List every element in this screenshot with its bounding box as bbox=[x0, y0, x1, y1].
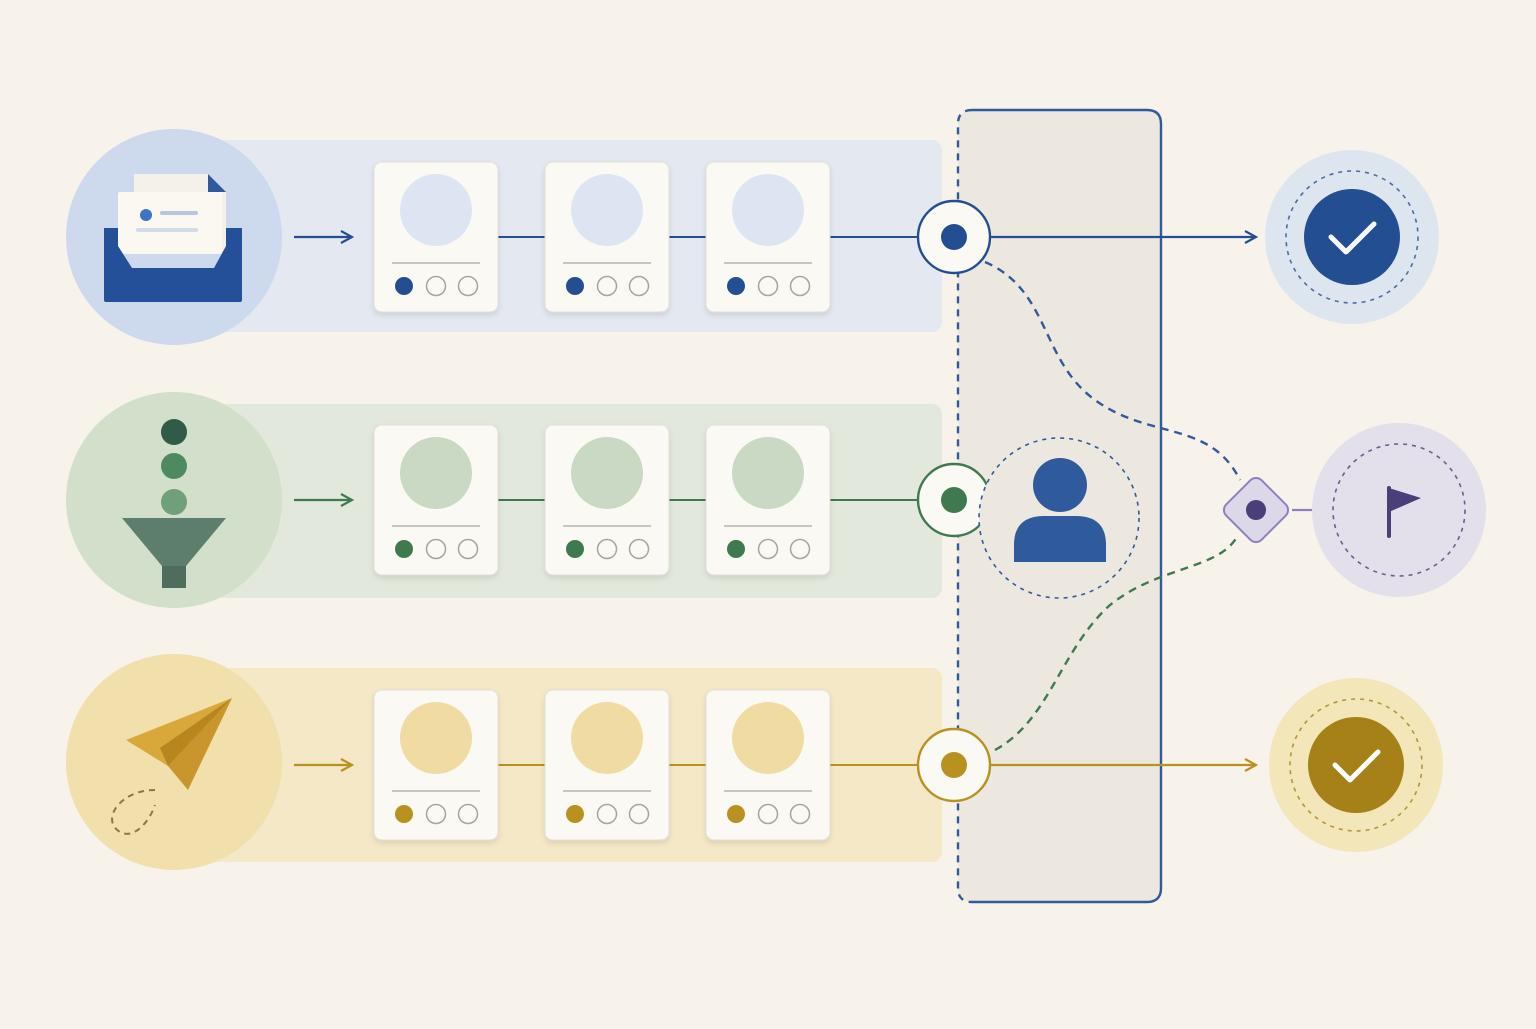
lane-filter bbox=[294, 424, 992, 576]
progress-dot-empty bbox=[596, 538, 618, 560]
paper-plane-icon bbox=[111, 698, 232, 835]
step-thumbnail bbox=[732, 174, 804, 246]
progress-dot-filled bbox=[727, 540, 745, 558]
decision-node[interactable] bbox=[1221, 475, 1292, 546]
lane-send bbox=[294, 689, 1256, 841]
progress-dot-empty bbox=[757, 538, 779, 560]
progress-dot-empty bbox=[628, 803, 650, 825]
reviewer-node bbox=[978, 437, 1140, 599]
step-thumbnail bbox=[732, 437, 804, 509]
progress-dot-empty bbox=[596, 275, 618, 297]
progress-dot-empty bbox=[757, 275, 779, 297]
inbox-tray-icon bbox=[104, 174, 242, 302]
lane-intake bbox=[294, 161, 1256, 313]
step-card[interactable] bbox=[373, 689, 499, 841]
progress-dot-empty bbox=[425, 275, 447, 297]
step-card[interactable] bbox=[544, 161, 670, 313]
progress-dot-empty bbox=[457, 275, 479, 297]
progress-dot-empty bbox=[425, 803, 447, 825]
progress-dot-empty bbox=[757, 803, 779, 825]
checkmark-icon bbox=[1328, 221, 1377, 255]
progress-dot-empty bbox=[628, 538, 650, 560]
progress-dot-empty bbox=[457, 803, 479, 825]
step-card[interactable] bbox=[705, 161, 831, 313]
connector-send-to-decision bbox=[994, 534, 1240, 752]
progress-dot-filled bbox=[727, 805, 745, 823]
funnel-icon bbox=[122, 419, 226, 588]
step-card[interactable] bbox=[373, 424, 499, 576]
step-thumbnail bbox=[400, 174, 472, 246]
step-card[interactable] bbox=[544, 689, 670, 841]
step-thumbnail bbox=[400, 702, 472, 774]
outcome-intake bbox=[1265, 150, 1439, 324]
step-card[interactable] bbox=[705, 689, 831, 841]
progress-dot-empty bbox=[789, 803, 811, 825]
step-thumbnail bbox=[400, 437, 472, 509]
progress-dot-empty bbox=[425, 538, 447, 560]
progress-dot-filled bbox=[395, 805, 413, 823]
step-card[interactable] bbox=[373, 161, 499, 313]
progress-dot-filled bbox=[727, 277, 745, 295]
step-card[interactable] bbox=[544, 424, 670, 576]
outcome-filter bbox=[1312, 423, 1486, 597]
progress-dot-filled bbox=[566, 277, 584, 295]
step-thumbnail bbox=[571, 437, 643, 509]
progress-dot-empty bbox=[596, 803, 618, 825]
step-thumbnail bbox=[732, 702, 804, 774]
step-thumbnail bbox=[571, 702, 643, 774]
progress-dot-filled bbox=[566, 540, 584, 558]
progress-dot-empty bbox=[789, 538, 811, 560]
step-thumbnail bbox=[571, 174, 643, 246]
flag-icon bbox=[1387, 486, 1421, 538]
connector-intake-to-decision bbox=[984, 260, 1242, 481]
progress-dot-filled bbox=[395, 540, 413, 558]
checkmark-icon bbox=[1332, 749, 1381, 783]
progress-dot-filled bbox=[566, 805, 584, 823]
progress-dot-empty bbox=[628, 275, 650, 297]
progress-dot-empty bbox=[789, 275, 811, 297]
gate-node[interactable] bbox=[916, 727, 992, 803]
outcome-send bbox=[1269, 678, 1443, 852]
step-card[interactable] bbox=[705, 424, 831, 576]
gate-node[interactable] bbox=[916, 199, 992, 275]
person-icon bbox=[1014, 458, 1106, 562]
progress-dot-filled bbox=[395, 277, 413, 295]
progress-dot-empty bbox=[457, 538, 479, 560]
